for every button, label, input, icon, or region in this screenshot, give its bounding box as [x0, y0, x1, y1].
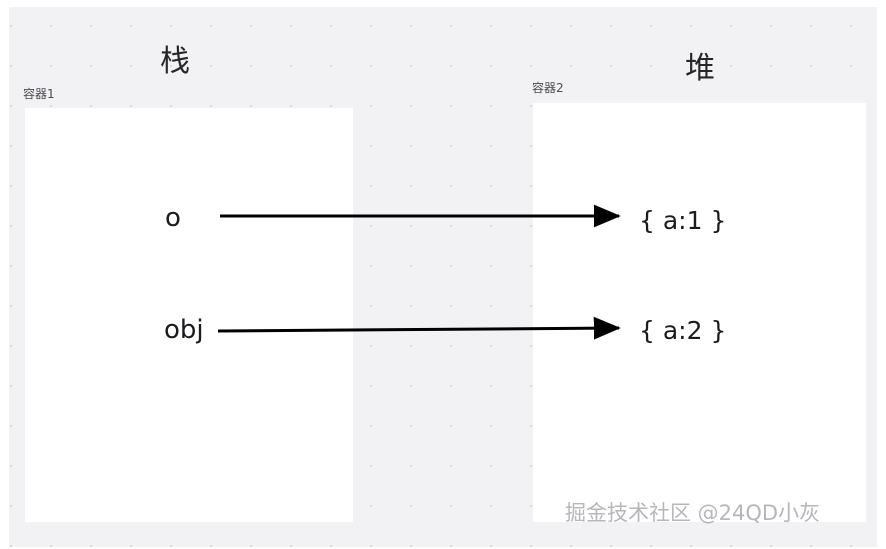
container-1-label: 容器1 [23, 87, 55, 101]
object-value-a2: { a:2 } [639, 316, 727, 345]
page-edge-right [877, 0, 886, 549]
stack-title: 栈 [160, 44, 190, 79]
watermark-text: 掘金技术社区 @24QD小灰 [565, 501, 821, 525]
variable-o: o [165, 203, 181, 233]
container-heap [533, 103, 866, 522]
container-stack [25, 108, 353, 522]
page-edge-top [0, 0, 886, 7]
page-edge-left [0, 0, 9, 549]
container-2-label: 容器2 [532, 81, 564, 95]
object-value-a1: { a:1 } [639, 206, 727, 235]
variable-obj: obj [164, 315, 204, 345]
page-edge-bottom [0, 547, 886, 549]
heap-title: 堆 [685, 51, 715, 86]
